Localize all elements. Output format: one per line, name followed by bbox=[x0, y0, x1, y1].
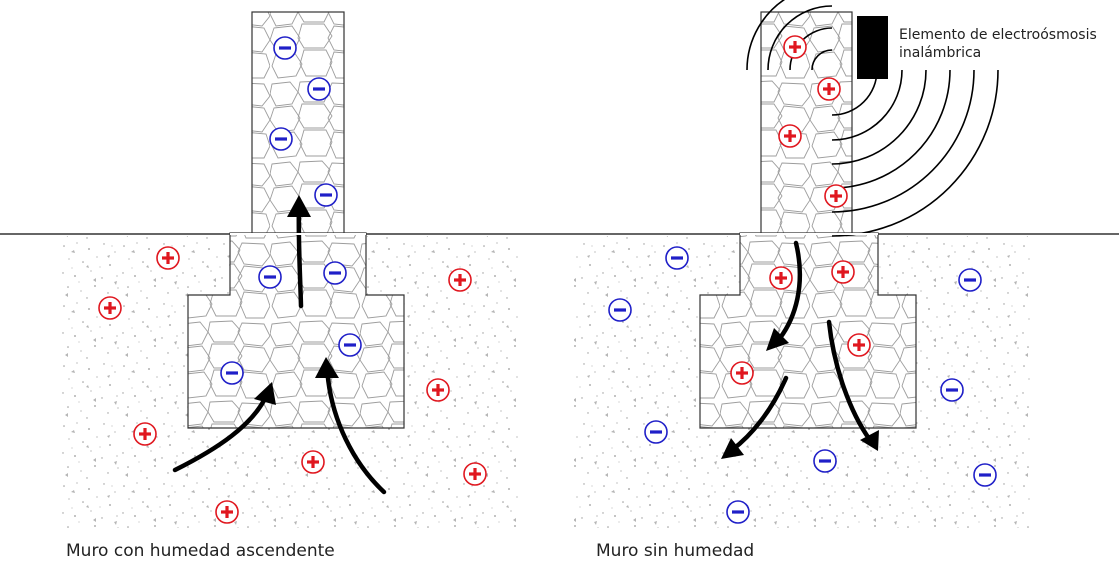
right-foundation bbox=[699, 232, 917, 429]
descending-arrows bbox=[729, 240, 873, 453]
arrow-from-right bbox=[324, 364, 387, 495]
negative-ion-icon bbox=[323, 261, 347, 285]
arrowhead-left bbox=[254, 382, 276, 405]
positive-ion-icon bbox=[426, 378, 450, 402]
positive-ion-icon bbox=[730, 361, 754, 385]
positive-ion-icon bbox=[463, 462, 487, 486]
negative-ion-icon bbox=[940, 378, 964, 402]
arrowhead-down-right bbox=[860, 430, 879, 451]
arrow-from-left bbox=[172, 389, 271, 473]
negative-ion-icon bbox=[273, 36, 297, 60]
positive-ion-icon bbox=[817, 77, 841, 101]
device-label-line1: Elemento de electroósmosis bbox=[899, 27, 1097, 43]
negative-ion-icon bbox=[314, 183, 338, 207]
device-label-line2: inalámbrica bbox=[899, 45, 982, 61]
negative-ion-icon bbox=[258, 265, 282, 289]
positive-ion-icon bbox=[215, 500, 239, 524]
positive-ion-icon bbox=[847, 333, 871, 357]
device-label: Elemento de electroósmosis inalámbrica bbox=[899, 26, 1097, 62]
caption-right: Muro sin humedad bbox=[596, 541, 755, 561]
left-panel bbox=[62, 11, 519, 528]
positive-ion-icon bbox=[448, 268, 472, 292]
descending-arrowheads bbox=[721, 328, 879, 459]
arrow-up-wall bbox=[296, 200, 304, 309]
arrow-down-right bbox=[826, 319, 873, 443]
negative-ion-icon bbox=[338, 333, 362, 357]
negative-ion-icon bbox=[644, 420, 668, 444]
negative-ion-icon bbox=[958, 268, 982, 292]
arrowhead-up bbox=[287, 195, 311, 217]
positive-ion-icon bbox=[831, 260, 855, 284]
ions-layer bbox=[98, 35, 997, 524]
arrowhead-wall bbox=[766, 328, 789, 351]
arrow-down-left bbox=[729, 375, 789, 453]
caption-left: Muro con humedad ascendente bbox=[66, 541, 335, 561]
positive-ion-icon bbox=[783, 35, 807, 59]
positive-ion-icon bbox=[778, 124, 802, 148]
negative-ion-icon bbox=[269, 127, 293, 151]
right-panel bbox=[574, 0, 1031, 528]
negative-ion-icon bbox=[608, 298, 632, 322]
positive-ion-icon bbox=[98, 296, 122, 320]
arrowhead-right bbox=[315, 357, 339, 378]
negative-ion-icon bbox=[726, 500, 750, 524]
positive-ion-icon bbox=[156, 246, 180, 270]
negative-ion-icon bbox=[665, 246, 689, 270]
arrowhead-down-left bbox=[721, 438, 744, 459]
positive-ion-icon bbox=[769, 266, 793, 290]
arrow-down-wall bbox=[777, 240, 803, 341]
negative-ion-icon bbox=[813, 449, 837, 473]
rising-arrowheads bbox=[254, 195, 339, 405]
negative-ion-icon bbox=[220, 361, 244, 385]
positive-ion-icon bbox=[824, 184, 848, 208]
electroosmosis-device bbox=[857, 16, 888, 79]
wireless-waves bbox=[746, 0, 999, 237]
negative-ion-icon bbox=[307, 77, 331, 101]
positive-ion-icon bbox=[301, 450, 325, 474]
positive-ion-icon bbox=[133, 422, 157, 446]
negative-ion-icon bbox=[973, 463, 997, 487]
